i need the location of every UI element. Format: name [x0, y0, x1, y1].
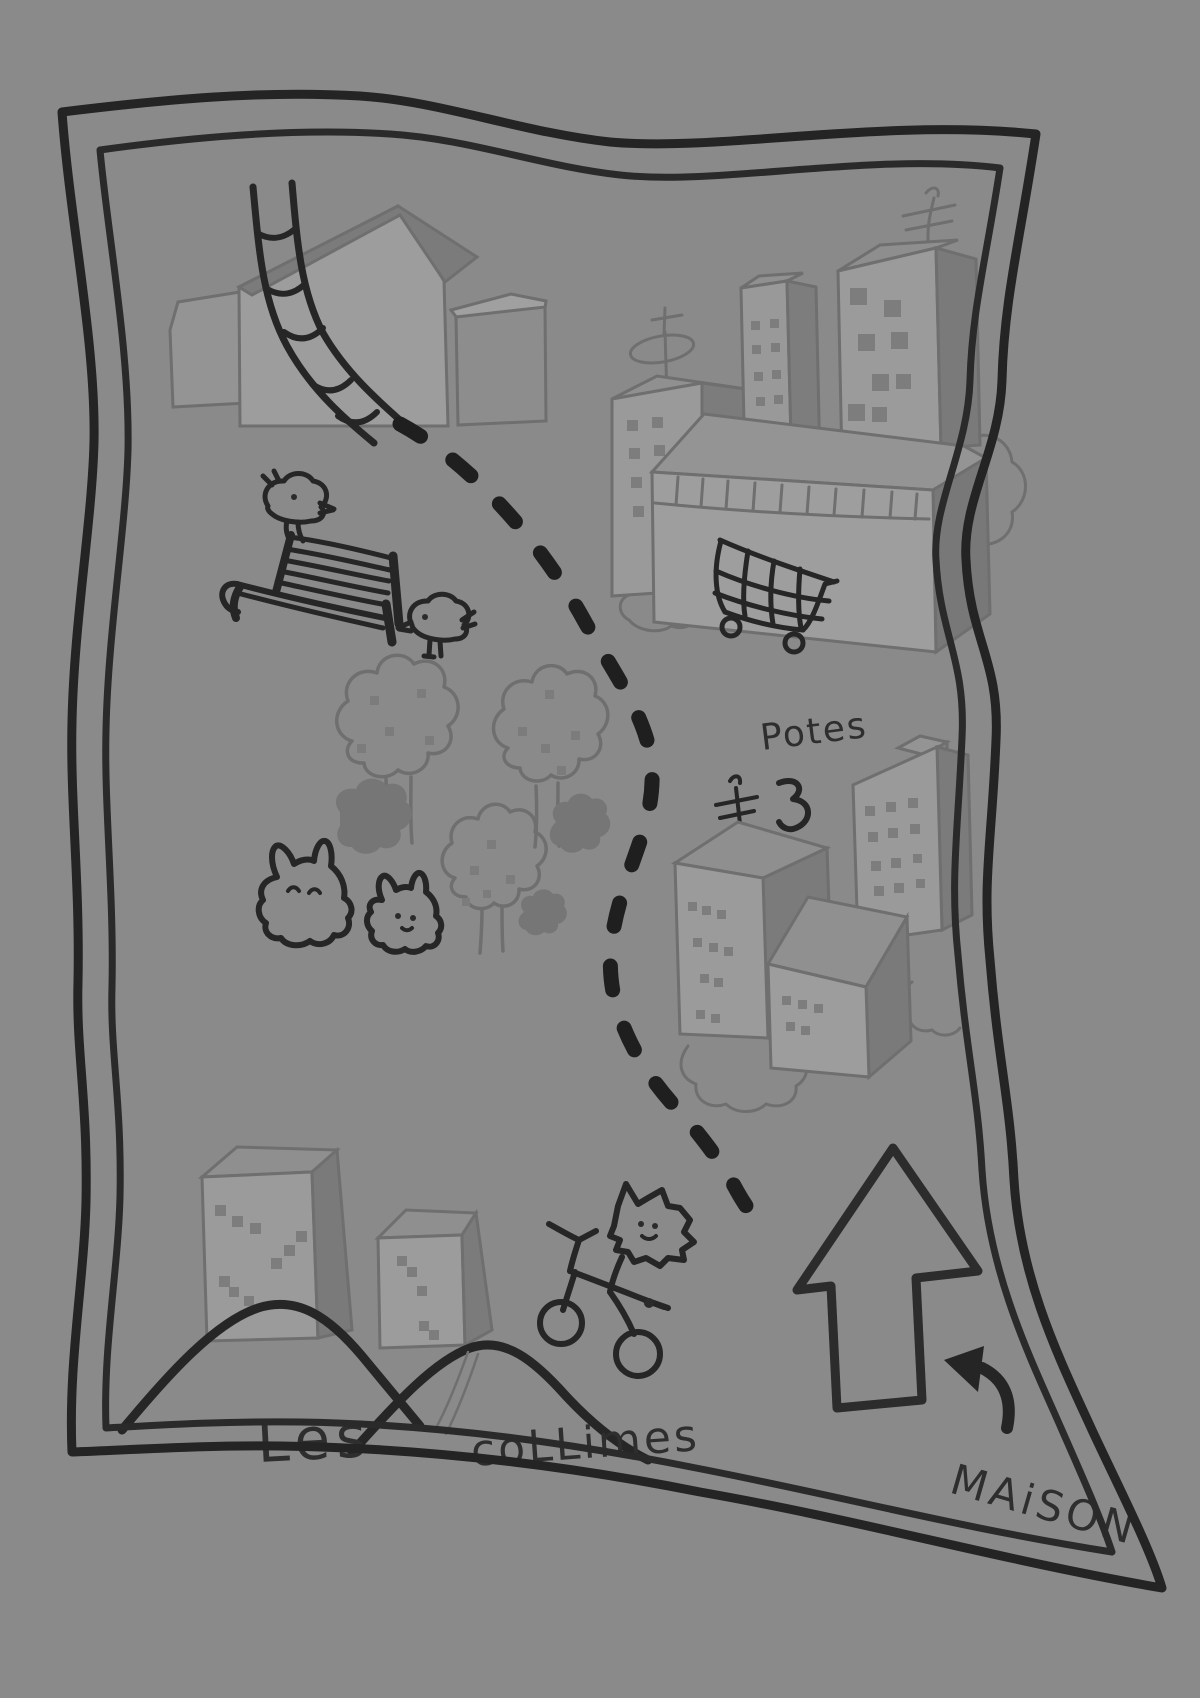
spiky-creature-icon: [607, 1181, 697, 1269]
hill-icon: [117, 1299, 425, 1435]
bench-leg: [381, 599, 397, 647]
friends-buildings: Potes: [670, 705, 974, 1113]
supermarket: [648, 412, 992, 655]
cart-wheel-icon: [782, 631, 806, 655]
hill-icon: [347, 1340, 653, 1465]
happy-eyes: [286, 885, 322, 895]
bush-scribble-icon: [968, 433, 1027, 547]
legs: [421, 637, 444, 660]
windows: [215, 1205, 307, 1306]
windows: [688, 902, 733, 1023]
annex-left: [168, 289, 249, 409]
hills-label-word1: Les: [255, 1402, 374, 1476]
antenna-cross-icon: [901, 186, 957, 232]
wheel: [537, 1299, 585, 1347]
windows: [848, 288, 911, 422]
tree-icon: [440, 802, 548, 955]
factory-house: [168, 204, 548, 428]
wheel: [613, 1329, 663, 1379]
hill-buildings: [197, 1145, 494, 1350]
eye: [291, 494, 297, 500]
park-bench: [219, 531, 404, 647]
pedal-hub: [644, 1298, 654, 1308]
bush-icon: [335, 778, 611, 936]
fruits: [462, 840, 515, 906]
bench-post: [388, 551, 404, 629]
eye: [652, 1223, 658, 1229]
squiggle-arrow-icon: [776, 778, 811, 833]
house-roof: [235, 204, 480, 297]
potes-label: Potes: [758, 705, 870, 759]
eye: [410, 915, 416, 921]
road-rail-right: [288, 179, 414, 433]
antenna-cross-icon: [714, 774, 759, 820]
fruits: [518, 690, 580, 775]
tall-building: [197, 1145, 354, 1343]
beak: [317, 500, 337, 516]
cat-icon: [255, 838, 355, 949]
windows: [751, 319, 783, 406]
eye: [395, 913, 401, 919]
bicycle-icon: [537, 1221, 671, 1379]
park: [219, 468, 611, 955]
curved-arrow-icon: [944, 1346, 1015, 1434]
annex-right-front: [454, 305, 548, 427]
creature-on-bicycle: [537, 1181, 697, 1379]
eye: [422, 614, 428, 620]
home-arrow-up-icon: [792, 1143, 983, 1413]
mouth: [400, 926, 414, 933]
short-building: [374, 1208, 494, 1350]
frame: [560, 1269, 578, 1313]
shopping-cart-icon: [712, 537, 840, 655]
big-tower: [836, 186, 982, 465]
inner-border: [96, 128, 1116, 1556]
outer-border: [57, 89, 1167, 1593]
windows: [397, 1256, 439, 1340]
dashed-route: [392, 416, 770, 1232]
road-rungs: [254, 226, 380, 426]
windows: [782, 996, 823, 1035]
antenna-cross-icon: [650, 306, 684, 336]
bush-scribble-icon: [679, 1044, 809, 1113]
map-border-frame: [57, 89, 1167, 1593]
tail: [459, 609, 478, 631]
tree-icon: [491, 663, 610, 849]
handlebar: [546, 1221, 599, 1274]
bird-icon: [260, 468, 337, 544]
windows: [865, 798, 925, 896]
bird-icon: [395, 591, 478, 660]
fruits: [357, 689, 434, 753]
beak: [395, 619, 414, 634]
antenna-dish-icon: [628, 333, 696, 365]
bench-leg: [229, 583, 244, 622]
cart-wheel-icon: [719, 615, 743, 639]
hills-label-word2: coLLimes: [469, 1410, 701, 1477]
smile: [640, 1234, 658, 1241]
winding-road: [249, 179, 414, 447]
frieze-band: [653, 475, 931, 521]
tuft: [260, 468, 282, 488]
bench-post: [272, 531, 295, 596]
cat-icon: [364, 869, 445, 955]
cube-building: [765, 895, 913, 1081]
frame: [607, 1289, 637, 1337]
hill-path-lines: [434, 1350, 480, 1436]
north-city-buildings: [610, 186, 1027, 655]
legs: [283, 518, 306, 544]
eye: [638, 1221, 644, 1227]
